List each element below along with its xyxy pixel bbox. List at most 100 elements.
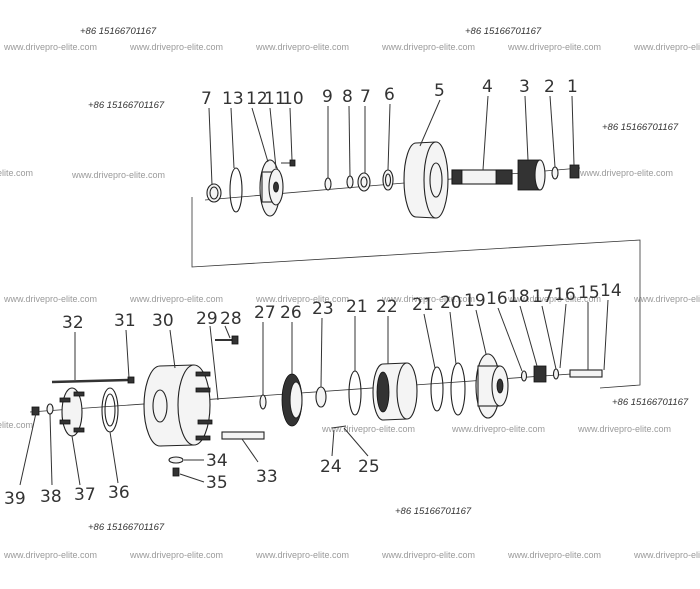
callout-28: 28 bbox=[220, 309, 242, 329]
part-gear-18 bbox=[533, 365, 547, 383]
watermark-site: www.drivepro-elite.com bbox=[129, 294, 223, 304]
callout-33: 33 bbox=[256, 467, 278, 487]
callout-29: 29 bbox=[196, 309, 218, 329]
callout-35: 35 bbox=[206, 473, 228, 493]
watermark-site: www.drivepro-elite.com bbox=[507, 294, 601, 304]
part-bearing-7 bbox=[357, 172, 371, 192]
callout-24: 24 bbox=[320, 457, 342, 477]
callout-30: 30 bbox=[152, 311, 174, 331]
callout-4: 4 bbox=[482, 77, 493, 97]
callout-7: 7 bbox=[360, 87, 371, 107]
part-ring-gear-22 bbox=[372, 362, 418, 421]
callout-1: 1 bbox=[567, 77, 578, 97]
part-ring-9 bbox=[324, 177, 332, 191]
part-o-ring-21 bbox=[348, 370, 362, 416]
watermark-site: www.drivepro-elite.com bbox=[129, 42, 223, 52]
callout-31: 31 bbox=[114, 311, 136, 331]
part-gasket-20 bbox=[450, 362, 466, 416]
callout-21: 21 bbox=[346, 297, 368, 317]
watermark-phone: +86 15166701167 bbox=[80, 26, 157, 37]
callout-7: 7 bbox=[201, 89, 212, 109]
callout-8: 8 bbox=[342, 87, 353, 107]
watermark-site: www.drivepro-elite.com bbox=[71, 170, 165, 180]
callout-12: 12 bbox=[246, 89, 268, 109]
part-carrier-19 bbox=[475, 353, 509, 419]
watermark-site: www.drivepro-elite.com bbox=[0, 168, 33, 178]
watermark-site: www.drivepro-elite.com bbox=[255, 42, 349, 52]
watermark-site: www.drivepro-elite.com bbox=[381, 550, 475, 560]
part-housing-5 bbox=[403, 141, 449, 219]
watermark-site: www.drivepro-elite.com bbox=[507, 550, 601, 560]
callout-9: 9 bbox=[322, 87, 333, 107]
watermark-site: www.drivepro-elite.com bbox=[129, 550, 223, 560]
row-connector-line bbox=[191, 197, 641, 389]
part-end-plate-37 bbox=[59, 387, 85, 437]
callout-15: 15 bbox=[578, 283, 600, 303]
bottom-leaders bbox=[19, 299, 609, 486]
part-washer-34 bbox=[168, 456, 184, 464]
part-shaft-15 bbox=[569, 369, 603, 378]
part-o-ring-13 bbox=[229, 167, 243, 213]
callout-14: 14 bbox=[600, 281, 622, 301]
top-leaders bbox=[208, 95, 575, 186]
callout-11: 11 bbox=[264, 89, 286, 109]
part-ring-8 bbox=[346, 175, 354, 189]
bottom-assembly-axis bbox=[29, 371, 601, 413]
part-pin-33 bbox=[221, 431, 265, 440]
part-bearing-23 bbox=[315, 386, 327, 408]
callout-39: 39 bbox=[4, 489, 26, 509]
watermark-site: www.drivepro-elite.com bbox=[381, 294, 475, 304]
top-callouts: 7 13 12 11 10 9 8 7 6 5 4 3 2 1 bbox=[201, 77, 578, 109]
part-snap-ring-2 bbox=[551, 166, 559, 180]
watermark-site: www.drivepro-elite.com bbox=[255, 294, 349, 304]
watermark-site: www.drivepro-elite.com bbox=[577, 424, 671, 434]
callout-18: 18 bbox=[508, 287, 530, 307]
part-nut-1 bbox=[569, 164, 580, 179]
callout-6: 6 bbox=[384, 85, 395, 105]
part-bolt-10 bbox=[281, 159, 296, 167]
callout-16: 16 bbox=[486, 289, 508, 309]
watermark-site: www.drivepro-elite.com bbox=[381, 42, 475, 52]
watermark-phone: +86 15166701167 bbox=[395, 506, 472, 517]
part-ring-27 bbox=[259, 394, 267, 410]
callout-27: 27 bbox=[254, 303, 276, 323]
watermark-phone: +86 15166701167 bbox=[88, 100, 165, 111]
watermark-phone: +86 15166701167 bbox=[465, 26, 542, 37]
part-washer-38 bbox=[46, 403, 54, 415]
part-carrier-12 bbox=[259, 159, 284, 217]
part-seal-7 bbox=[206, 183, 222, 203]
watermark-site: www.drivepro-elite.com bbox=[3, 550, 97, 560]
callout-34: 34 bbox=[206, 451, 228, 471]
callout-38: 38 bbox=[40, 487, 62, 507]
bottom-callouts-lower: 39 38 37 36 33 34 35 24 25 bbox=[4, 451, 380, 509]
watermark-phone: +86 15166701167 bbox=[602, 122, 679, 133]
part-gasket-36 bbox=[101, 387, 119, 433]
part-screw-35 bbox=[172, 467, 180, 477]
callout-10: 10 bbox=[282, 89, 304, 109]
part-gear-3 bbox=[517, 159, 546, 191]
part-bearing-6 bbox=[382, 169, 394, 191]
callout-2: 2 bbox=[544, 77, 555, 97]
callout-36: 36 bbox=[108, 483, 130, 503]
callout-16: 16 bbox=[554, 285, 576, 305]
part-o-ring-21b bbox=[430, 366, 444, 412]
watermark-phone: +86 15166701167 bbox=[88, 522, 165, 533]
bottom-callouts-upper: 32 31 30 29 28 27 26 23 21 22 21 20 19 1… bbox=[62, 281, 622, 333]
watermark-site: www.drivepro-elite.com bbox=[451, 424, 545, 434]
watermark-site: www.drivepro-elite.com bbox=[633, 550, 700, 560]
watermark-site: www.drivepro-elite.com bbox=[579, 168, 673, 178]
callout-22: 22 bbox=[376, 297, 398, 317]
callout-32: 32 bbox=[62, 313, 84, 333]
callout-37: 37 bbox=[74, 485, 96, 505]
watermark-site: www.drivepro-elite.com bbox=[633, 42, 700, 52]
part-main-housing-30 bbox=[143, 364, 213, 447]
callout-23: 23 bbox=[312, 299, 334, 319]
part-long-bolt-32 bbox=[51, 376, 135, 384]
watermark-site: www.drivepro-elite.com bbox=[507, 42, 601, 52]
part-ring-16 bbox=[520, 370, 528, 382]
watermark-site: www.drivepro-elite.com bbox=[321, 424, 415, 434]
watermark-layer: +86 15166701167 +86 15166701167 +86 1516… bbox=[0, 26, 700, 560]
watermark-site: www.drivepro-elite.com bbox=[255, 550, 349, 560]
part-gear-26 bbox=[281, 373, 303, 427]
